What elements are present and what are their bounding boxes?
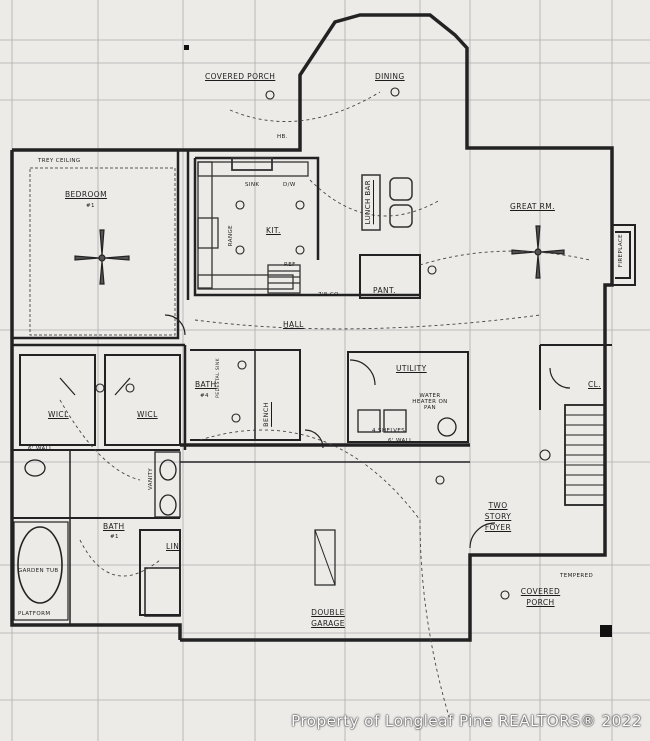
corner-marker — [184, 45, 189, 50]
label-bedroom: BEDROOM — [65, 190, 107, 199]
staircase — [564, 404, 606, 506]
label-covered-porch-front: COVERED PORCH — [520, 587, 561, 607]
tub-platform — [13, 521, 69, 621]
label-bath-1: BATH — [103, 522, 125, 531]
ceiling-fan-icon — [74, 229, 130, 285]
shower — [144, 567, 181, 617]
exterior-walls — [10, 13, 614, 642]
ceiling-fan-icon — [511, 225, 565, 279]
garage-opener — [314, 529, 336, 586]
label-garden-tub: GARDEN TUB — [18, 568, 59, 574]
label-ceiling-note: 7'8 CO. — [318, 292, 341, 298]
door-swings — [59, 314, 571, 549]
fireplace-outline — [612, 224, 636, 286]
label-bath-1-num: #1 — [110, 534, 119, 540]
label-pantry: PANT. — [373, 286, 396, 295]
label-ref: REF — [284, 262, 296, 268]
label-wicl-2: WICL — [137, 410, 158, 419]
label-dw: D/W — [283, 182, 296, 188]
label-pedestal-sink: PEDESTAL SINK — [216, 358, 221, 398]
label-closet: CL. — [588, 380, 601, 389]
label-fireplace: FIREPLACE — [618, 234, 624, 268]
label-bench: BENCH — [262, 402, 270, 427]
label-kitchen: KIT. — [266, 226, 281, 235]
vanity-sinks — [24, 451, 181, 518]
label-covered-porch-rear: COVERED PORCH — [205, 72, 276, 81]
light-fixtures — [95, 87, 551, 600]
washer-dryer — [357, 409, 457, 437]
label-water-heater: WATER HEATER ON PAN — [412, 393, 448, 411]
label-bath-4: BATH — [195, 380, 217, 389]
kitchen-counters — [197, 157, 309, 294]
garden-tub — [17, 526, 63, 604]
label-shelves: 4 SHELVES — [372, 428, 406, 434]
interior-walls — [12, 150, 612, 625]
label-range: RANGE — [228, 225, 234, 247]
label-bath-4-num: #4 — [200, 393, 209, 399]
watermark: Property of Longleaf Pine REALTORS® 2022 — [290, 712, 642, 730]
label-wicl-1: WICL — [48, 410, 69, 419]
label-great-room: GREAT RM. — [510, 202, 555, 211]
label-hall: HALL — [283, 320, 304, 329]
label-vanity: VANITY — [148, 468, 154, 491]
label-sink: SINK — [245, 182, 260, 188]
corner-marker — [600, 625, 612, 637]
label-platform: PLATFORM — [18, 611, 51, 617]
label-linen: LIN — [166, 542, 180, 551]
lunch-bar-counter — [361, 174, 413, 231]
label-dining: DINING — [375, 72, 405, 81]
label-tempered: TEMPERED — [560, 573, 594, 579]
label-bedroom-num: #1 — [86, 203, 95, 209]
label-trey-ceiling: TREY CEILING — [38, 158, 81, 164]
label-hb: HB. — [277, 134, 288, 140]
electrical-wiring — [59, 91, 591, 721]
label-two-story-foyer: TWO STORY FOYER — [484, 501, 512, 532]
label-lunch-bar: LUNCH BAR — [364, 180, 372, 225]
label-double-garage: DOUBLE GARAGE — [311, 608, 345, 628]
label-utility: UTILITY — [396, 364, 427, 373]
label-wall-bath: 6' WALL — [28, 446, 53, 452]
label-wall-utility: 6' WALL — [388, 438, 413, 444]
trey-ceiling-outline — [29, 167, 176, 336]
